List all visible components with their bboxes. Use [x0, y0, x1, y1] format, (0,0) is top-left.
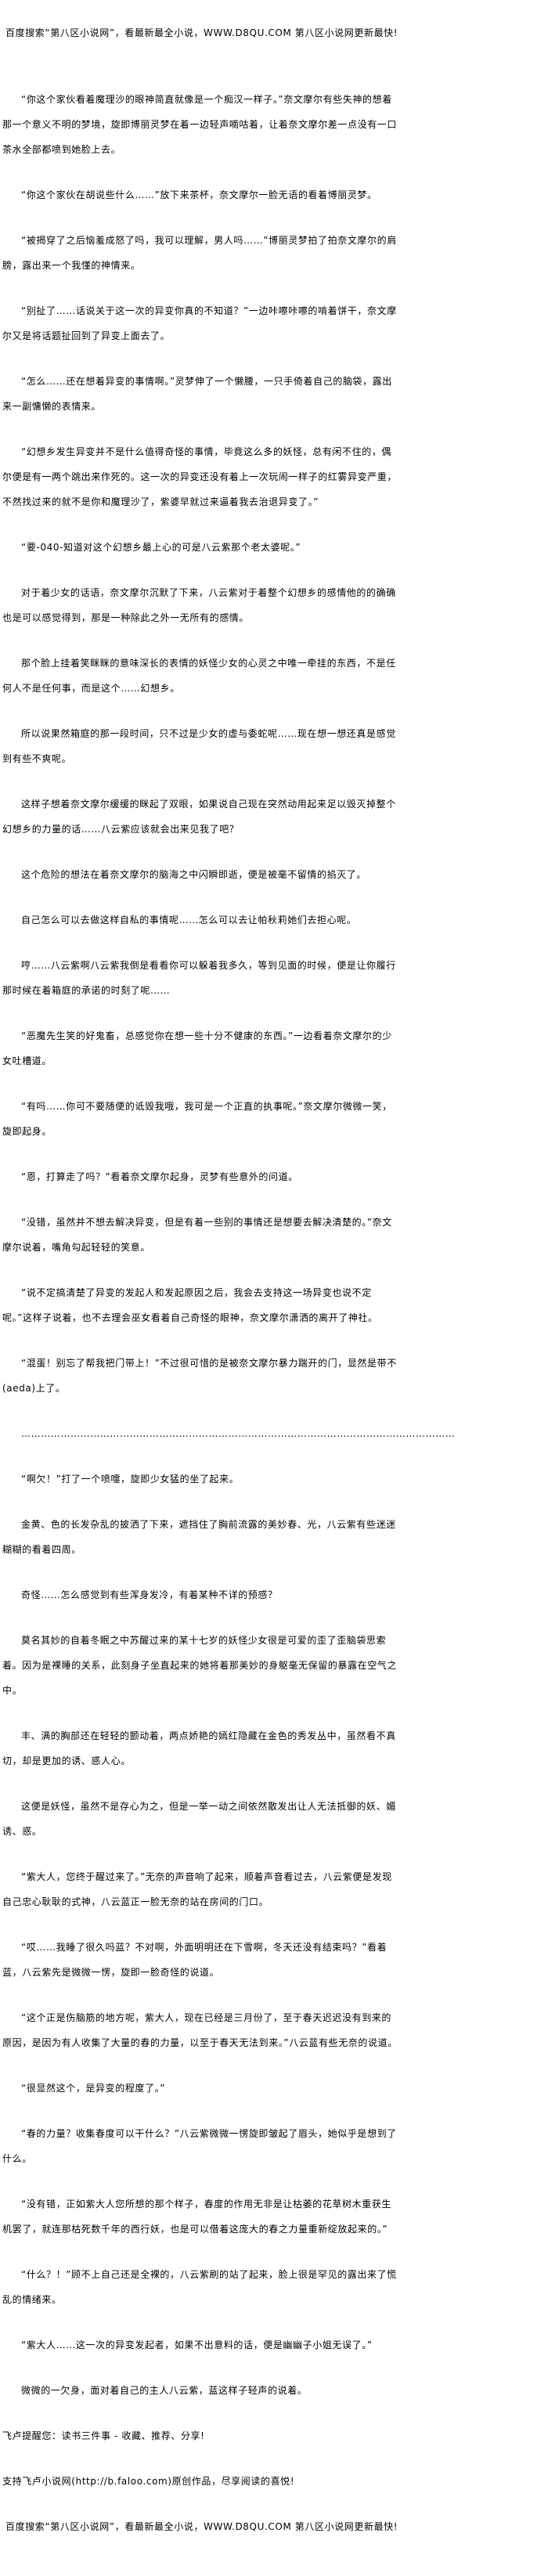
footer-support: 支持飞卢小说网(http://b.faloo.com)原创作品，尽享阅读的喜悦!: [2, 2476, 295, 2487]
paragraph: 对于着少女的话语，奈文摩尔沉默了下来，八云紫对于着整个幻想乡的感情他的的确确也是…: [2, 587, 396, 623]
paragraph: “别扯了……话说关于这一次的异变你真的不知道？”一边咔嚓咔嚓的啃着饼干，奈文摩尔…: [2, 305, 397, 341]
paragraph: “这个正是伤脑筋的地方呢，紫大人，现在已经是三月份了，至于春天迟迟没有到来的原因…: [2, 2012, 398, 2048]
paragraph: “哎……我睡了很久吗蓝？不对啊，外面明明还在下雪啊，冬天还没有结束吗？”看着蓝，…: [2, 1942, 388, 1978]
paragraph: “恩，打算走了吗？”看着奈文摩尔起身，灵梦有些意外的问道。: [21, 1171, 298, 1182]
paragraph: 这样子想着奈文摩尔缓缓的眯起了双眼，如果说自己现在突然动用起来足以毁灭掉整个幻想…: [2, 799, 396, 835]
chapter-content: “你这个家伙看着魔理沙的眼神简直就像是一个痴汉一样子。”奈文摩尔有些失神的想着那…: [2, 87, 456, 2539]
paragraph: 微微的一欠身，面对着自己的主人八云紫，蓝这样子轻声的说着。: [21, 2385, 308, 2396]
paragraph: “啊欠！”打了一个喷嚏，旋即少女猛的坐了起来。: [21, 1474, 240, 1485]
paragraph: “你这个家伙在胡说些什么……”放下来茶杯，奈文摩尔一脸无语的看着博丽灵梦。: [21, 189, 377, 200]
paragraph: 这个危险的想法在着奈文摩尔的脑海之中闪瞬即逝，便是被毫不留情的掐灭了。: [21, 869, 367, 880]
paragraph: 自己怎么可以去做这样自私的事情呢……怎么可以去让帕秋莉她们去担心呢。: [21, 915, 357, 925]
paragraph: “怎么……还在想着异变的事情啊。”灵梦伸了一个懒腰，一只手倚着自己的脑袋，露出来…: [2, 376, 392, 412]
paragraph: “没错，虽然并不想去解决异变，但是有着一些别的事情还是想要去解决清楚的。”奈文摩…: [2, 1217, 392, 1253]
site-banner-top: 百度搜索“第八区小说网”，看最新最全小说，WWW.D8QU.COM 第八区小说网…: [5, 27, 398, 38]
paragraph: “紫大人，您终于醒过来了。”无奈的声音响了起来，顺着声音看过去，八云紫便是发现自…: [2, 1871, 392, 1907]
paragraph: “说不定搞清楚了异变的发起人和发起原因之后，我会去支持这一场异变也说不定呢。”这…: [2, 1287, 378, 1323]
paragraph: 丰、满的胸部还在轻轻的颤动着，两点娇艳的嫣红隐藏在金色的秀发丛中，虽然看不真切，…: [2, 1730, 396, 1766]
paragraph: “幻想乡发生异变并不是什么值得奇怪的事情，毕竟这么多的妖怪，总有闲不住的，偶尔便…: [2, 446, 398, 507]
paragraph: 莫名其妙的自着冬眠之中苏醒过来的某十七岁的妖怪少女很是可爱的歪了歪脑袋思索着。因…: [2, 1635, 398, 1696]
paragraph: 哼……八云紫啊八云紫我倒是看看你可以躲着我多久，等到见面的时候，便是让你履行那时…: [2, 960, 396, 996]
paragraph: 奇怪……怎么感觉到有些浑身发冷，有着某种不详的预感？: [21, 1589, 278, 1600]
paragraph: “你这个家伙看着魔理沙的眼神简直就像是一个痴汉一样子。”奈文摩尔有些失神的想着那…: [2, 94, 398, 155]
paragraph: “春的力量？收集春度可以干什么？”八云紫微微一愣旋即皱起了眉头，她似乎是想到了什…: [2, 2128, 397, 2164]
footer-reminder: 飞卢提醒您：读书三件事 - 收藏、推荐、分享!: [2, 2430, 205, 2441]
paragraph: “被揭穿了之后恼羞成怒了吗，我可以理解，男人吗……”博丽灵梦拍了拍奈文摩尔的肩膀…: [2, 235, 397, 271]
paragraph: 这便是妖怪，虽然不是存心为之，但是一举一动之间依然散发出让人无法抵御的妖、媚诱、…: [2, 1801, 396, 1837]
paragraph: ……………………………………………………………………………………………………………: [21, 1428, 456, 1439]
paragraph: “混蛋！别忘了帮我把门带上！”不过很可惜的是被奈文摩尔暴力踹开的门，显然是带不(…: [2, 1358, 397, 1394]
paragraph: “恶魔先生笑的好鬼畜，总感觉你在想一些十分不健康的东西。”一边看着奈文摩尔的少女…: [2, 1030, 392, 1066]
paragraph: “很显然这个，是异变的程度了。”: [21, 2083, 166, 2094]
paragraph: “紫大人……这一次的异变发起者，如果不出意料的话，便是幽幽子小姐无误了。”: [21, 2340, 373, 2351]
paragraph: 那个脸上挂着笑眯眯的意味深长的表情的妖怪少女的心灵之中唯一牵挂的东西，不是任何人…: [2, 658, 396, 694]
paragraph: 金黄、色的长发杂乱的披洒了下来，遮挡住了胸前流露的美妙春、光，八云紫有些迷迷糊糊…: [2, 1519, 396, 1555]
paragraph: “什么？！”顾不上自己还是全裸的，八云紫刷的站了起来，脸上很是罕见的露出来了慌乱…: [2, 2269, 397, 2305]
site-banner-bottom: 百度搜索“第八区小说网”，看最新最全小说，WWW.D8QU.COM 第八区小说网…: [5, 2521, 398, 2532]
paragraph: “要-040-知道对这个幻想乡最上心的可是八云紫那个老太婆呢。”: [21, 542, 301, 553]
paragraph-list: “你这个家伙看着魔理沙的眼神简直就像是一个痴汉一样子。”奈文摩尔有些失神的想着那…: [2, 87, 456, 2403]
paragraph: “没有错，正如紫大人您所想的那个样子，春度的作用无非是让枯萎的花草树木重获生机罢…: [2, 2199, 392, 2235]
paragraph: “有吗……你可不要随便的诋毁我哦，我可是一个正直的执事呢。”奈文摩尔微微一笑，旋…: [2, 1101, 392, 1137]
paragraph: 所以说果然箱庭的那一段时间，只不过是少女的虚与委蛇呢……现在想一想还真是感觉到有…: [2, 728, 396, 764]
